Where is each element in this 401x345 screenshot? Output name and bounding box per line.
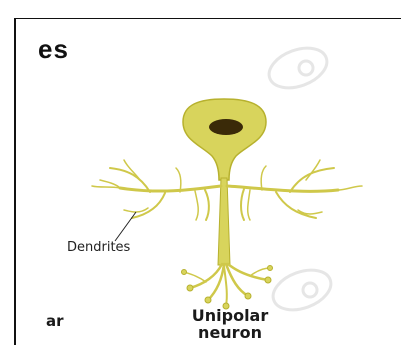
title-fragment: es xyxy=(38,34,69,65)
neuron-label-line1: Unipolar xyxy=(150,307,310,324)
neuron-type-label: Unipolar neuron xyxy=(150,307,310,341)
soma xyxy=(183,99,266,180)
dendrites-leader-line xyxy=(115,212,136,241)
left-label-fragment: ar xyxy=(46,312,64,330)
axon-terminals xyxy=(184,264,270,306)
dendrites-label: Dendrites xyxy=(67,240,130,255)
neuron-label-line2: neuron xyxy=(150,324,310,341)
axon xyxy=(218,178,230,265)
